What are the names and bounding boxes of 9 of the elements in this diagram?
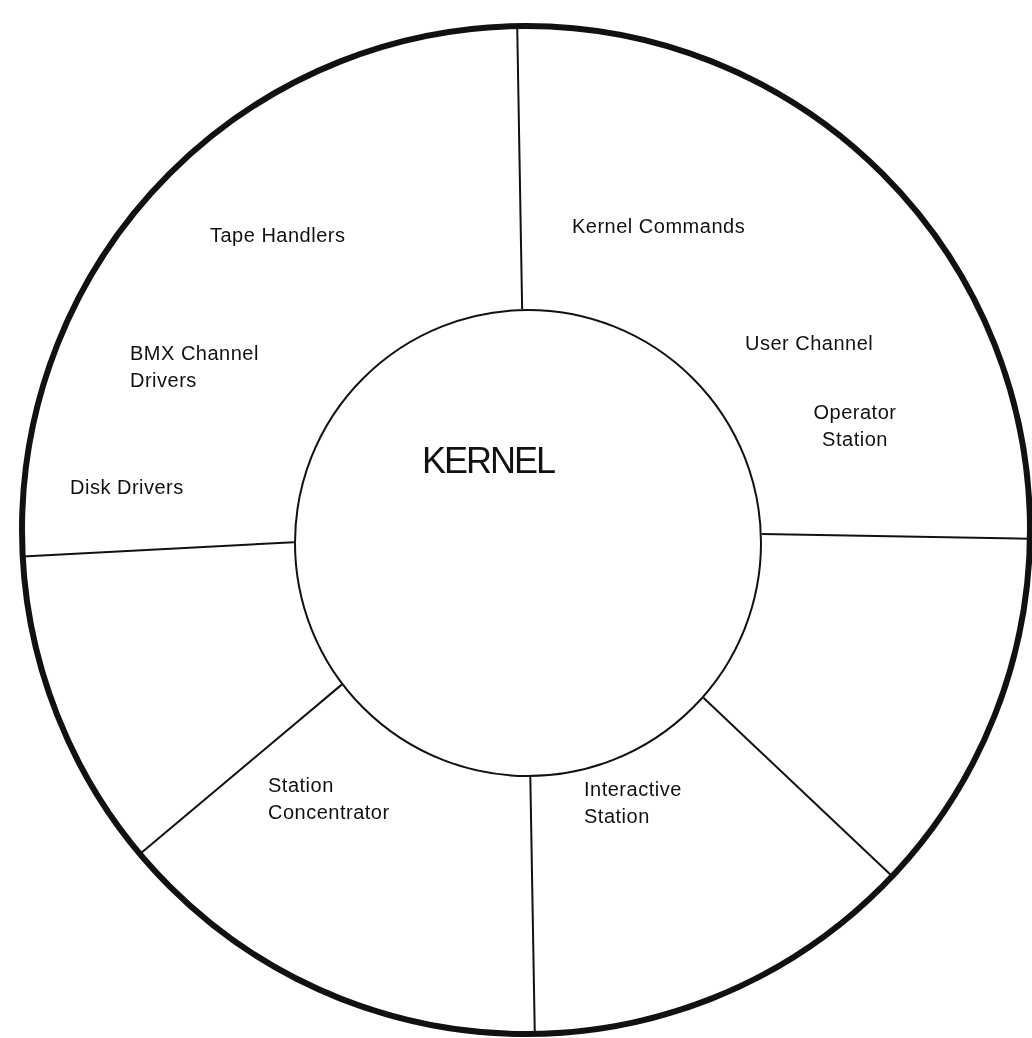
sector-label: BMX Channel Drivers [130,341,260,393]
sector-label: Kernel Commands [572,214,746,239]
sector-label: Tape Handlers [210,223,346,248]
sector-label: Operator Station [812,400,898,452]
kernel-label: KERNEL [422,440,555,482]
sector-label: Disk Drivers [70,475,184,500]
sector-label: User Channel [745,331,874,356]
sector-label: Interactive Station [584,777,683,829]
sector-label: Station Concentrator [268,773,391,825]
